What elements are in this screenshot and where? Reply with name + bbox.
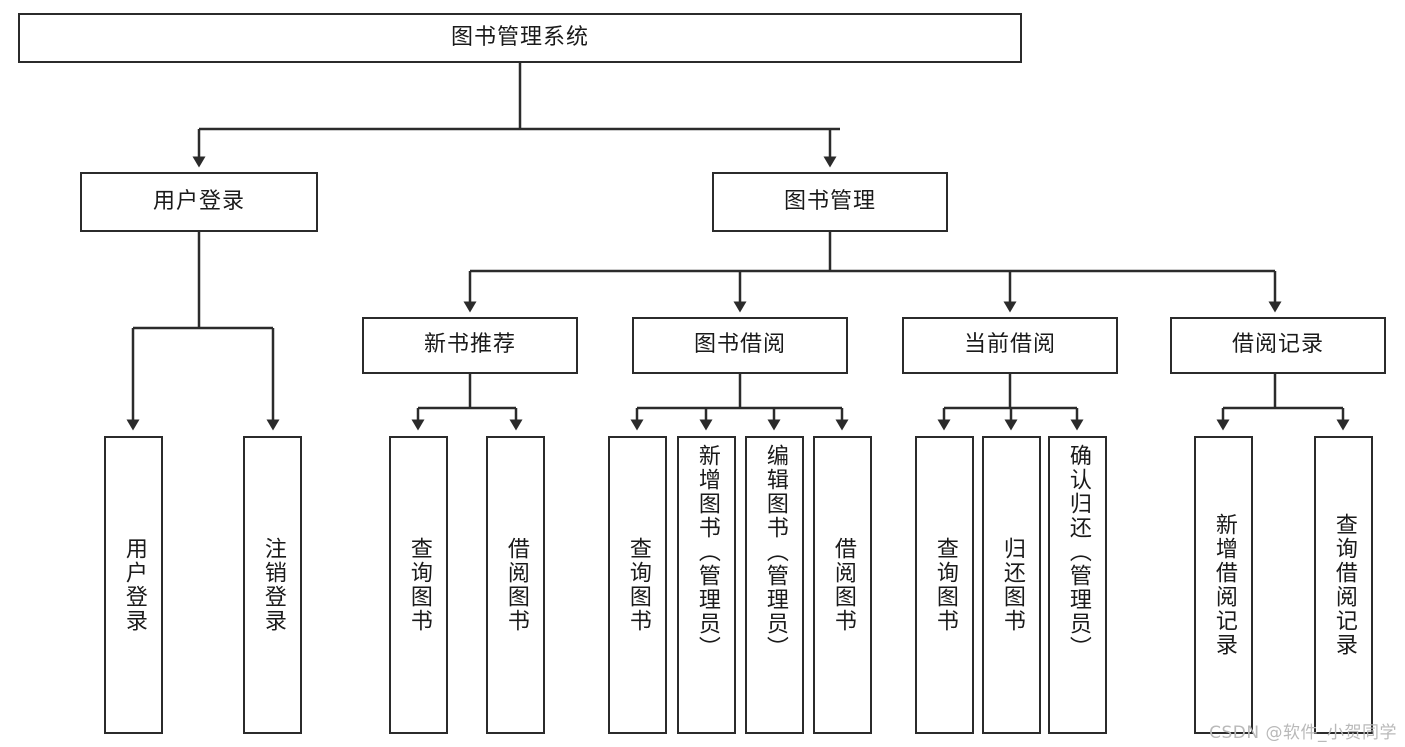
leaf-query-book-borrow[interactable]: 查询图书 — [608, 436, 667, 734]
node-label: 查询图书 — [406, 537, 432, 633]
node-label: 查询借阅记录 — [1331, 513, 1357, 657]
leaf-add-borrow-record[interactable]: 新增借阅记录 — [1194, 436, 1253, 734]
leaf-logout[interactable]: 注销登录 — [243, 436, 302, 734]
node-current-borrow[interactable]: 当前借阅 — [902, 317, 1118, 374]
node-label: 借阅图书 — [503, 537, 529, 633]
node-root-system[interactable]: 图书管理系统 — [18, 13, 1022, 63]
leaf-query-book-newbook[interactable]: 查询图书 — [389, 436, 448, 734]
leaf-query-book-current[interactable]: 查询图书 — [915, 436, 974, 734]
node-label: 新书推荐 — [423, 332, 516, 358]
node-label: 用户登录 — [121, 537, 147, 633]
node-label: 归还图书 — [999, 537, 1025, 633]
node-label: 图书管理 — [783, 188, 876, 214]
node-label: 新增图书（管理员） — [694, 444, 720, 660]
node-label: 查询图书 — [932, 537, 958, 633]
leaf-borrow-book-newbook[interactable]: 借阅图书 — [486, 436, 545, 734]
node-label: 新增借阅记录 — [1211, 513, 1237, 657]
node-label: 用户登录 — [152, 188, 245, 214]
node-label: 当前借阅 — [963, 332, 1056, 358]
node-label: 借阅图书 — [830, 537, 856, 633]
node-label: 注销登录 — [260, 537, 286, 633]
node-book-borrow[interactable]: 图书借阅 — [632, 317, 848, 374]
leaf-add-book-admin[interactable]: 新增图书（管理员） — [677, 436, 736, 734]
node-label: 图书借阅 — [693, 332, 786, 358]
leaf-edit-book-admin[interactable]: 编辑图书（管理员） — [745, 436, 804, 734]
node-user-login[interactable]: 用户登录 — [80, 172, 318, 232]
leaf-borrow-book[interactable]: 借阅图书 — [813, 436, 872, 734]
csdn-watermark: CSDN @软件_小贺同学 — [1209, 723, 1397, 743]
node-label: 借阅记录 — [1231, 332, 1324, 358]
leaf-return-book[interactable]: 归还图书 — [982, 436, 1041, 734]
leaf-confirm-return-admin[interactable]: 确认归还（管理员） — [1048, 436, 1107, 734]
node-new-book-recommend[interactable]: 新书推荐 — [362, 317, 578, 374]
node-label: 编辑图书（管理员） — [762, 444, 788, 660]
leaf-user-login[interactable]: 用户登录 — [104, 436, 163, 734]
node-label: 图书管理系统 — [450, 24, 589, 50]
node-borrow-records[interactable]: 借阅记录 — [1170, 317, 1386, 374]
leaf-query-borrow-record[interactable]: 查询借阅记录 — [1314, 436, 1373, 734]
node-label: 查询图书 — [625, 537, 651, 633]
node-book-management[interactable]: 图书管理 — [712, 172, 948, 232]
node-label: 确认归还（管理员） — [1065, 444, 1091, 660]
